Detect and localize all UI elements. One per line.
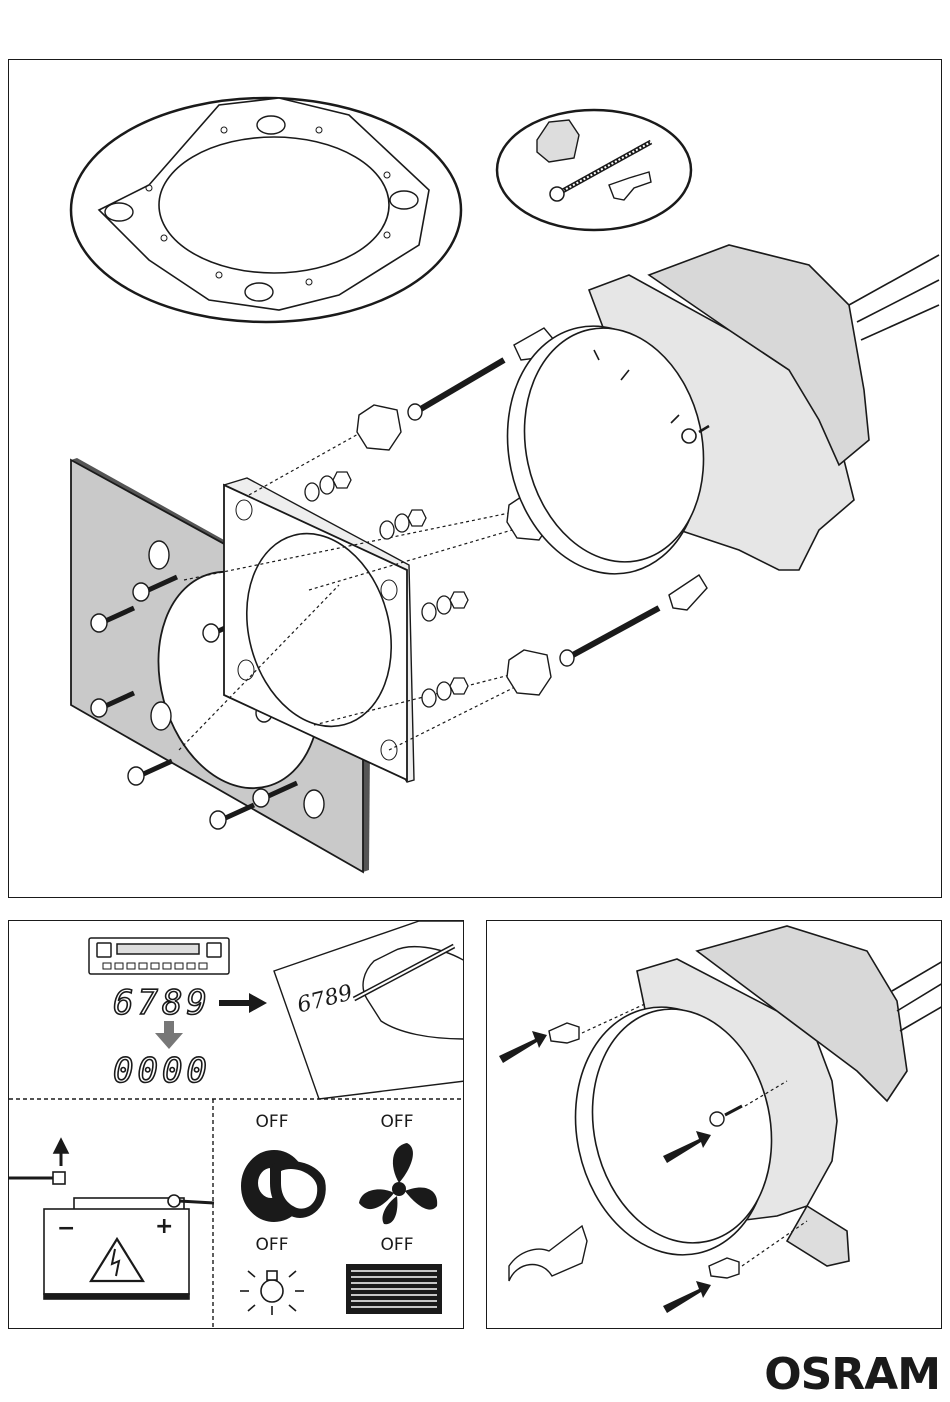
arrow-down-icon [155,1021,183,1049]
light-off-label: OFF [242,1235,302,1255]
osram-logo: OSRAM [764,1350,940,1400]
ignition-key-icon [242,1151,325,1221]
battery-icon [9,1139,214,1299]
ignition-off-label: OFF [242,1112,302,1132]
fan-icon [359,1143,437,1224]
preparation-panel: 6789 0000 6789 OFF OFF OFF OFF − + [8,920,464,1329]
radio-code-display: 6789 [113,983,211,1023]
battery-minus-label: − [57,1216,75,1241]
arrow-lower-icon [663,1281,711,1313]
fan-off-label: OFF [367,1112,427,1132]
defroster-off-label: OFF [367,1235,427,1255]
headlamp-module-rear [553,926,942,1273]
assembly-diagram [9,60,942,898]
headlamp-module [485,245,939,592]
battery-plus-label: + [155,1214,173,1239]
hardware-detail-callout [497,110,691,230]
assembly-diagram-panel [8,59,942,898]
gasket-detail-callout [71,98,461,322]
light-bulb-icon [240,1271,304,1315]
arrow-right-icon [219,993,267,1013]
rear-defroster-icon [346,1264,442,1314]
radio-unit-icon [89,938,229,974]
clip-insertion-illustration [487,921,942,1329]
reset-code-display: 0000 [113,1051,211,1091]
arrow-upper-icon [499,1031,547,1063]
clip-insertion-panel [486,920,942,1329]
